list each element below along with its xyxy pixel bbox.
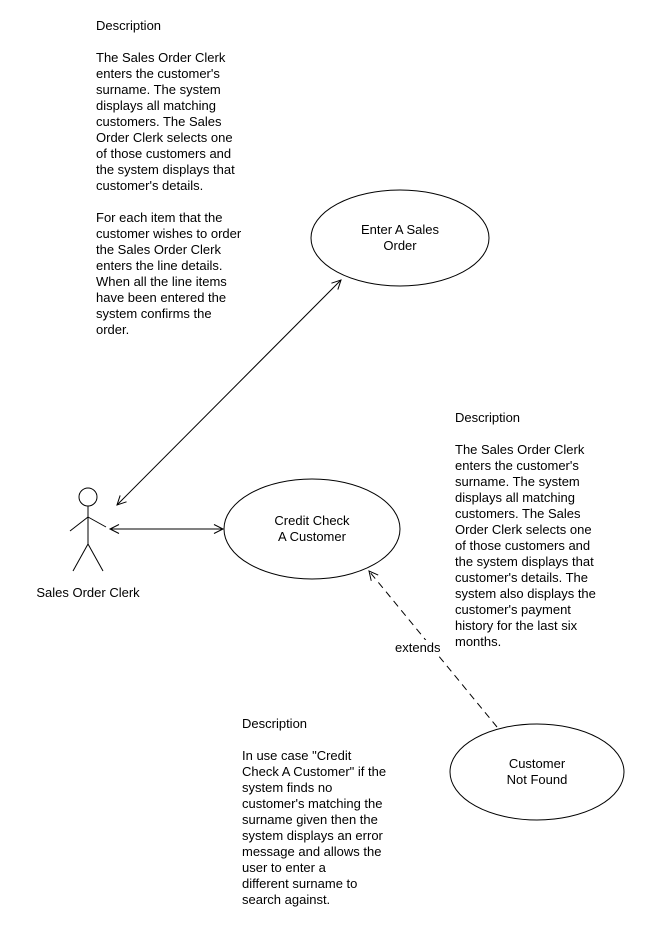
use-case-ellipse-customer-not-found: [449, 723, 625, 821]
note-enter-sales-order: Description The Sales Order Clerk enters…: [96, 18, 296, 354]
actor-label: Sales Order Clerk: [36, 585, 140, 600]
note-heading: Description: [455, 410, 521, 425]
actor-leg-left: [72, 543, 89, 572]
use-case-ellipse-credit-check: [223, 478, 401, 580]
note-paragraph: For each item that the customer wishes t…: [96, 210, 242, 337]
extends-label: extends: [394, 640, 442, 656]
use-case-ellipse-enter-sales-order: [310, 189, 490, 287]
note-paragraph: The Sales Order Clerk enters the custome…: [455, 442, 596, 649]
note-heading: Description: [96, 18, 162, 33]
actor-leg-right: [87, 543, 104, 572]
association-actor-enter-sales-order: [116, 279, 342, 506]
note-paragraph: The Sales Order Clerk enters the custome…: [96, 50, 235, 193]
note-credit-check: Description The Sales Order Clerk enters…: [455, 410, 655, 666]
note-heading: Description: [242, 716, 308, 731]
actor-head-icon: [78, 487, 98, 507]
note-paragraph: In use case "Credit Check A Customer" if…: [242, 748, 387, 907]
actor-figure: [69, 487, 107, 572]
actor-arm-left: [69, 516, 89, 532]
actor-arm-right: [87, 516, 107, 528]
note-customer-not-found: Description In use case "Credit Check A …: [242, 716, 452, 924]
